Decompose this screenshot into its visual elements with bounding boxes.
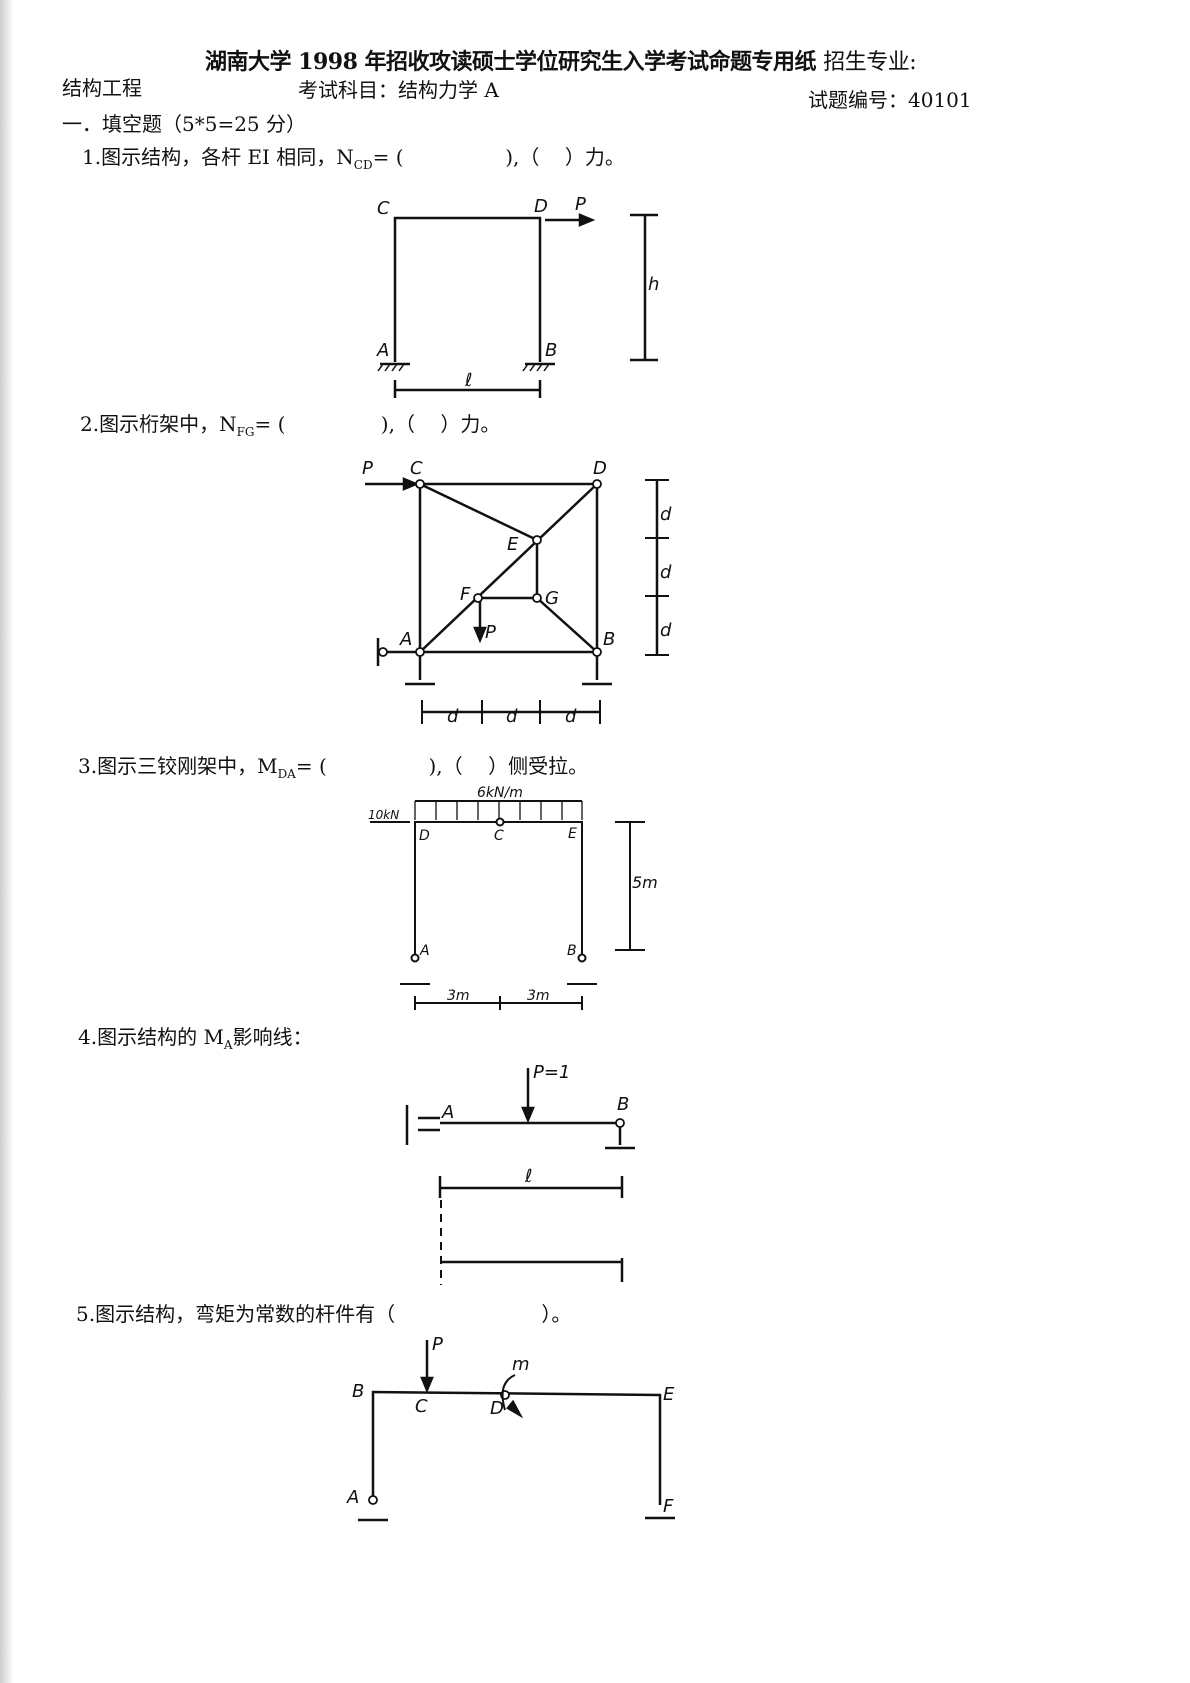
frame-diagram-1: C D P A B h ℓ [376,194,659,398]
label: 6kN/m [477,785,523,801]
label: d [660,504,672,525]
label: B [567,943,577,959]
label: P [485,622,496,643]
label: B [617,1094,629,1115]
major: 结构工程 [62,76,142,100]
subject: 考试科目：结构力学 A [298,78,499,102]
label: P [432,1334,443,1355]
label: A [346,1487,359,1508]
label: E [568,826,577,842]
question-3: 3.图示三铰刚架中，MDA= ( ),（ ）侧受拉。 [78,754,589,781]
exam-title: 湖南大学 1998 年招收攻读硕士学位研究生入学考试命题专用纸 招生专业: [205,49,917,75]
frame-diagram-5: P m B C D E A F [346,1334,675,1522]
label: d [506,706,518,727]
label: E [507,534,519,555]
scan-edge [0,0,14,1683]
label: A [376,340,389,361]
label: G [545,588,559,609]
influence-line-diagram-4: P=1 A B ℓ [405,1062,635,1285]
label: 5m [632,873,658,892]
label: 10kN [368,808,399,822]
label: D [419,828,430,844]
question-1: 1.图示结构，各杆 EI 相同，NCD= ( ),（ ）力。 [82,145,625,172]
label: P=1 [533,1062,570,1083]
label: A [441,1102,454,1123]
label: B [545,340,557,361]
three-hinged-frame-3: 6kN/m 10kN D C E A B 5m 3m 3m [368,785,658,1010]
label: A [399,629,412,650]
label: d [660,620,672,641]
label: A [419,943,430,959]
question-5: 5.图示结构，弯矩为常数的杆件有（ ）。 [76,1302,572,1326]
label: h [648,274,659,295]
label: C [410,458,423,479]
label: P [575,194,586,215]
label: D [534,196,548,217]
label: D [490,1398,504,1419]
label: P [362,458,373,479]
label: 3m [447,988,470,1004]
label: ℓ [464,370,472,391]
label: D [593,458,607,479]
label: F [460,584,471,605]
question-4: 4.图示结构的 MA影响线： [78,1025,313,1052]
label: m [512,1354,530,1375]
label: E [663,1384,675,1405]
question-2: 2.图示桁架中，NFG= ( ),（ ）力。 [80,412,501,439]
label: d [565,706,577,727]
label: C [415,1396,428,1417]
label: 3m [527,988,550,1004]
label: B [352,1381,364,1402]
label: ℓ [524,1166,532,1187]
section-title: 一．填空题（5*5=25 分） [62,112,307,136]
label: B [603,629,615,650]
label: F [663,1496,674,1517]
truss-diagram-2: P C D E F G P A B d d d d d d [362,458,672,727]
label: d [447,706,459,727]
label: d [660,562,672,583]
label: C [377,198,390,219]
label: C [494,828,504,844]
question-code: 试题编号：40101 [808,88,972,112]
